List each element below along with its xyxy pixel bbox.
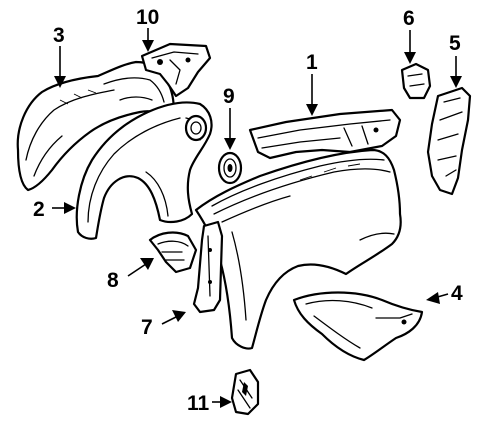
callout-1: 1 [306,51,318,74]
arrow-4 [426,292,440,304]
part-6-clip [400,62,432,100]
part-9-grommet [217,151,243,185]
arrow-7 [172,310,186,322]
leader-8 [127,263,147,277]
leaders [52,28,462,408]
arrow-9 [224,138,236,150]
callout-labels: 1 2 3 4 5 6 7 8 9 10 11 [33,6,463,415]
callout-3: 3 [53,24,65,47]
arrow-6 [404,52,416,64]
leader-7 [161,315,179,325]
arrow-3 [54,76,66,88]
arrow-8 [140,258,154,270]
part-2-wheelhouse [75,101,213,240]
part-8-splash-shield [148,231,198,274]
callout-8: 8 [107,269,119,292]
callout-2: 2 [33,198,45,221]
callout-5: 5 [449,32,461,55]
main-fender [194,148,402,350]
part-10-bracket [140,42,212,98]
callout-10: 10 [136,6,159,29]
callout-11: 11 [187,392,210,415]
part-5-extension [426,86,472,196]
arrow-1 [306,104,318,116]
arrow-11 [220,396,232,408]
callout-4: 4 [451,282,463,305]
part-1-rail [248,108,402,160]
callout-9: 9 [223,85,235,108]
callout-7: 7 [141,316,153,339]
arrow-10 [142,40,154,52]
callout-6: 6 [403,7,415,30]
arrow-2 [64,202,76,214]
arrow-5 [450,76,462,88]
part-4-liner [292,291,424,362]
part-11-trim [230,368,260,416]
part-7-bracket [192,220,224,314]
